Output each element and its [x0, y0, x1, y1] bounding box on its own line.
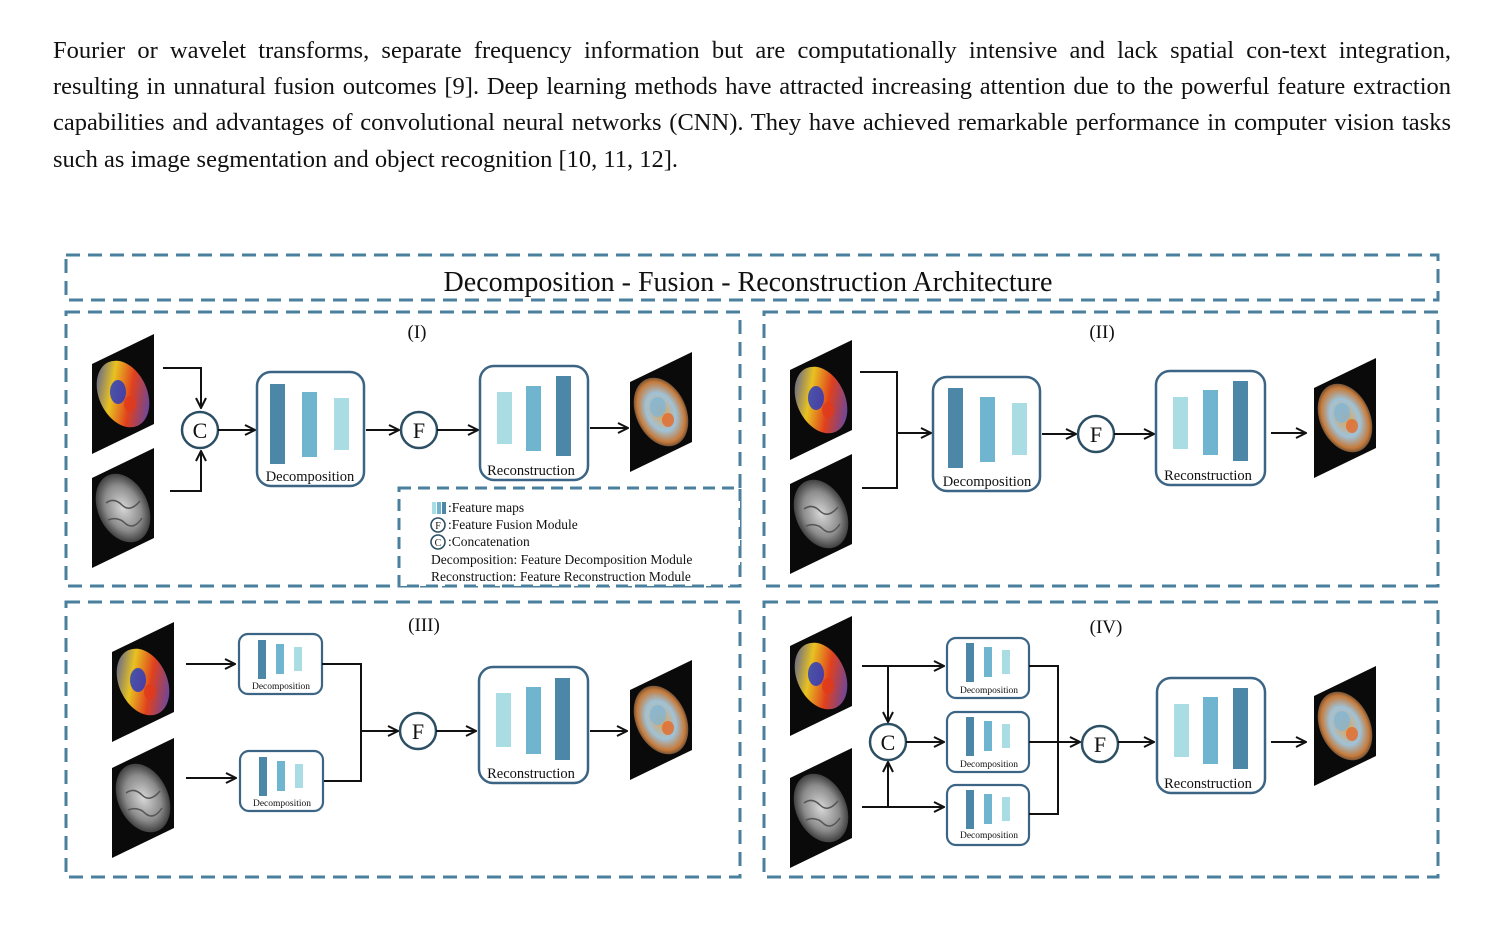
feature-map-bar [984, 647, 992, 677]
feature-map-bar [984, 721, 992, 751]
feature-map-bar [526, 386, 541, 451]
panel-2-diagram: Decomposition F Reconstruction [782, 340, 1383, 575]
legend-concat-symbol: C [435, 538, 442, 549]
feature-map-bar [526, 687, 541, 754]
title-frame [64, 253, 1440, 302]
legend-reconstruction: Reconstruction: Feature Reconstruction M… [431, 569, 691, 584]
fused-image [1307, 666, 1383, 786]
fusion-symbol: F [412, 719, 424, 744]
feature-map-bar [984, 794, 992, 824]
concat-symbol: C [881, 730, 896, 755]
feature-map-bar [1203, 390, 1218, 455]
fused-image [1307, 358, 1383, 478]
panel-4-diagram: C Decomposition Decomposition Decomposit… [782, 616, 1383, 869]
feature-map-bar [966, 717, 974, 756]
fusion-node [1080, 724, 1120, 764]
mri-image [84, 447, 162, 569]
figure-title: Decomposition - Fusion - Reconstruction … [444, 267, 1053, 298]
pet-image [86, 334, 160, 454]
feature-map-bar [1173, 397, 1188, 449]
legend-bar [437, 502, 441, 514]
feature-map-bar [496, 693, 511, 747]
feature-map-bar [1233, 688, 1248, 769]
pet-image [106, 622, 180, 742]
feature-map-bar [295, 764, 303, 788]
fusion-symbol: F [1094, 732, 1106, 757]
panel-frame-4 [762, 600, 1440, 879]
reconstruction-label: Reconstruction [1164, 776, 1253, 792]
fusion-symbol: F [413, 418, 425, 443]
mri-image [104, 737, 182, 859]
feature-map-bar [555, 678, 570, 760]
feature-map-bar [1233, 381, 1248, 461]
legend-feature-maps: :Feature maps [448, 500, 524, 515]
feature-map-bar [966, 790, 974, 829]
feature-map-bar [334, 398, 349, 450]
panel-frame-3 [64, 600, 742, 879]
reconstruction-label: Reconstruction [1164, 468, 1253, 484]
feature-map-bar [966, 643, 974, 682]
feature-map-bar [980, 397, 995, 462]
feature-map-bar [302, 392, 317, 457]
feature-map-bar [259, 757, 267, 796]
legend: :Feature maps F :Feature Fusion Module C… [397, 486, 742, 588]
feature-map-bar [1002, 797, 1010, 821]
decomposition-label: Decomposition [960, 760, 1018, 770]
panel-label-3: (III) [408, 615, 440, 636]
legend-bar [432, 502, 436, 514]
feature-map-bar [1012, 403, 1027, 455]
decomposition-label: Decomposition [960, 686, 1018, 696]
reconstruction-label: Reconstruction [487, 766, 576, 782]
feature-map-bar [1203, 697, 1218, 764]
panel-label-4: (IV) [1090, 617, 1123, 638]
legend-concat: :Concatenation [448, 534, 530, 549]
mri-image [782, 453, 860, 575]
fused-image [623, 660, 699, 780]
panel-1-diagram: C Decomposition F Reconstruction [84, 334, 699, 569]
feature-map-bar [1002, 650, 1010, 674]
body-paragraph: Fourier or wavelet transforms, separate … [53, 37, 1451, 173]
pet-image [784, 616, 858, 736]
legend-bar [442, 502, 446, 514]
feature-map-bar [1002, 724, 1010, 748]
legend-fusion-node [430, 517, 446, 533]
panel-3-diagram: Decomposition Decomposition F Reconstruc… [104, 622, 699, 859]
pet-image [784, 340, 858, 460]
feature-map-bar [497, 392, 512, 444]
decomposition-label: Decomposition [943, 474, 1032, 490]
fused-image [623, 352, 699, 472]
panel-label-1: (I) [408, 322, 427, 343]
feature-map-bar [294, 647, 302, 671]
feature-map-bar [948, 388, 963, 468]
feature-map-bar [276, 644, 284, 674]
panel-frame-2 [762, 310, 1440, 588]
decomposition-label: Decomposition [252, 682, 310, 692]
feature-map-bar [270, 384, 285, 464]
feature-map-bar [556, 376, 571, 456]
decomposition-label: Decomposition [266, 469, 355, 485]
decomposition-label: Decomposition [253, 799, 311, 809]
legend-fusion-symbol: F [435, 521, 441, 532]
legend-fusion: :Feature Fusion Module [448, 517, 578, 532]
reconstruction-label: Reconstruction [487, 463, 576, 479]
feature-map-bar [258, 640, 266, 679]
feature-map-bar [1174, 704, 1189, 757]
panel-label-2: (II) [1089, 322, 1114, 343]
legend-concat-node [430, 534, 446, 550]
fusion-symbol: F [1090, 422, 1102, 447]
concat-symbol: C [193, 418, 208, 443]
legend-frame [397, 486, 742, 588]
mri-image [782, 747, 860, 869]
legend-decomposition: Decomposition: Feature Decomposition Mod… [431, 552, 692, 567]
feature-map-bar [277, 761, 285, 791]
decomposition-label: Decomposition [960, 831, 1018, 841]
